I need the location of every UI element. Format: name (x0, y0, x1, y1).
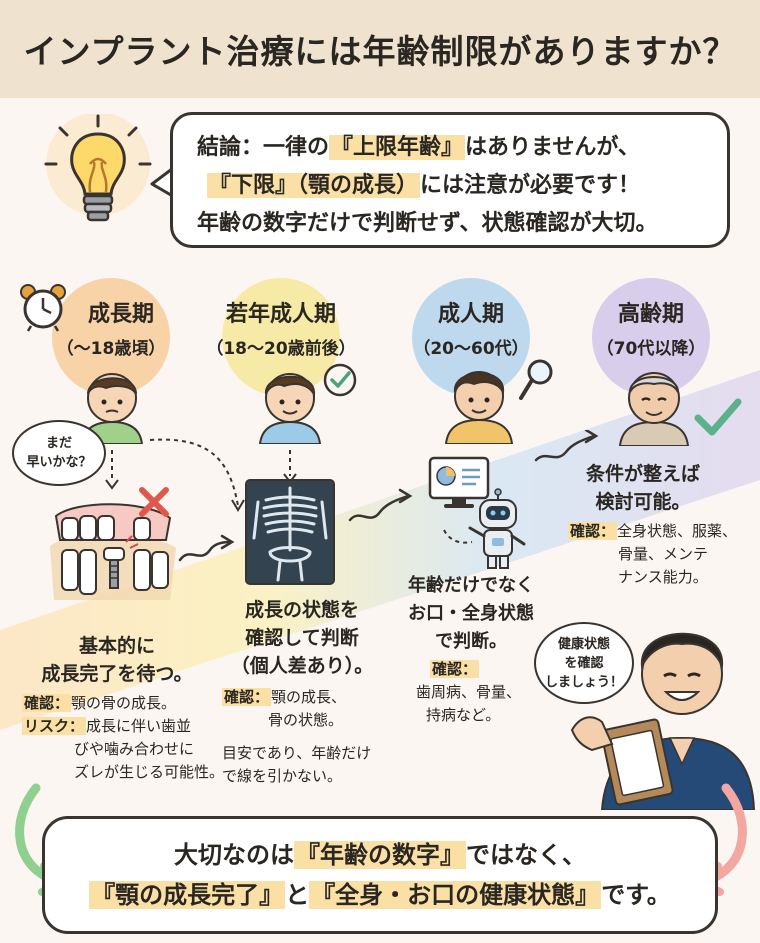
doctor-icon (570, 632, 756, 810)
conclusion-line-2: 『下限』（顎の成長）には注意が必要です！ (207, 173, 641, 198)
child-thought-bubble: まだ早いかな？ (12, 420, 106, 486)
timeline-band (0, 370, 760, 730)
elderly-title: 条件が整えば 検討可能。 (585, 463, 700, 513)
summary-line-1: 大切なのは『年齢の数字』ではなく、 (174, 841, 586, 869)
magnifier-icon (519, 359, 553, 400)
check-icon (323, 363, 357, 397)
young-adult-check: 確認：顎の成長、 (222, 688, 347, 706)
young-adult-icon (258, 373, 322, 444)
conclusion-line-1: 結論：一律の『上限年齢』はありませんが、 (197, 135, 640, 160)
elderly-description: 条件が整えば 検討可能。 確認：全身状態、服薬、 骨量、メンテ ナンス能力。 (568, 460, 754, 589)
young-adult-description: 成長の状態を 確認して判断 （個人差あり）。 確認：顎の成長、 骨の状態。 目安… (222, 596, 382, 788)
growth-title: 基本的に 成長完了を待つ。 (41, 635, 193, 685)
young-adult-title: 成長の状態を 確認して判断 （個人差あり）。 (230, 599, 374, 677)
elderly-icon (618, 372, 690, 446)
adult-description: 年齢だけでなく お口・全身状態 で判断。 確認： 歯周病、骨量、 持病など。 (396, 572, 546, 727)
xray-skeleton-icon (245, 479, 335, 585)
child-icon (80, 373, 144, 444)
growth-risk: リスク：成長に伴い歯並 (22, 717, 192, 735)
robot-icon (468, 488, 526, 569)
growth-description: 基本的に 成長完了を待つ。 確認：顎の骨の成長。 リスク：成長に伴い歯並 びや噛… (22, 632, 232, 784)
conclusion-line-3: 年齢の数字だけで判断せず、状態確認が大切。 (197, 211, 658, 236)
adult-check: 確認： (430, 660, 480, 678)
adult-icon (444, 371, 514, 444)
summary-line-2: 『顎の成長完了』と『全身・お口の健康状態』です。 (89, 881, 671, 909)
summary-box: 大切なのは『年齢の数字』ではなく、 『顎の成長完了』と『全身・お口の健康状態』で… (42, 816, 718, 934)
light-bulb-icon (44, 114, 152, 222)
elderly-check: 確認：全身状態、服薬、 (568, 522, 738, 540)
teeth-implant-icon (50, 503, 176, 600)
monitor-chart-icon (428, 456, 490, 508)
growth-check: 確認：顎の骨の成長。 (22, 694, 177, 712)
stage-elderly: 高齢期 （70代以降） (592, 278, 710, 396)
alarm-clock-icon (20, 284, 66, 332)
title-bar: インプラント治療には年齢制限がありますか？ (0, 0, 760, 98)
cross-icon (139, 487, 169, 517)
large-check-icon (694, 398, 742, 436)
page-title: インプラント治療には年齢制限がありますか？ (23, 32, 737, 71)
adult-title: 年齢だけでなく お口・全身状態 で判断。 (408, 575, 534, 652)
doctor-speech-bubble: 健康状態を確認しましょう！ (534, 622, 634, 704)
conclusion-bubble: 結論：一律の『上限年齢』はありませんが、 『下限』（顎の成長）には注意が必要です… (170, 112, 730, 248)
